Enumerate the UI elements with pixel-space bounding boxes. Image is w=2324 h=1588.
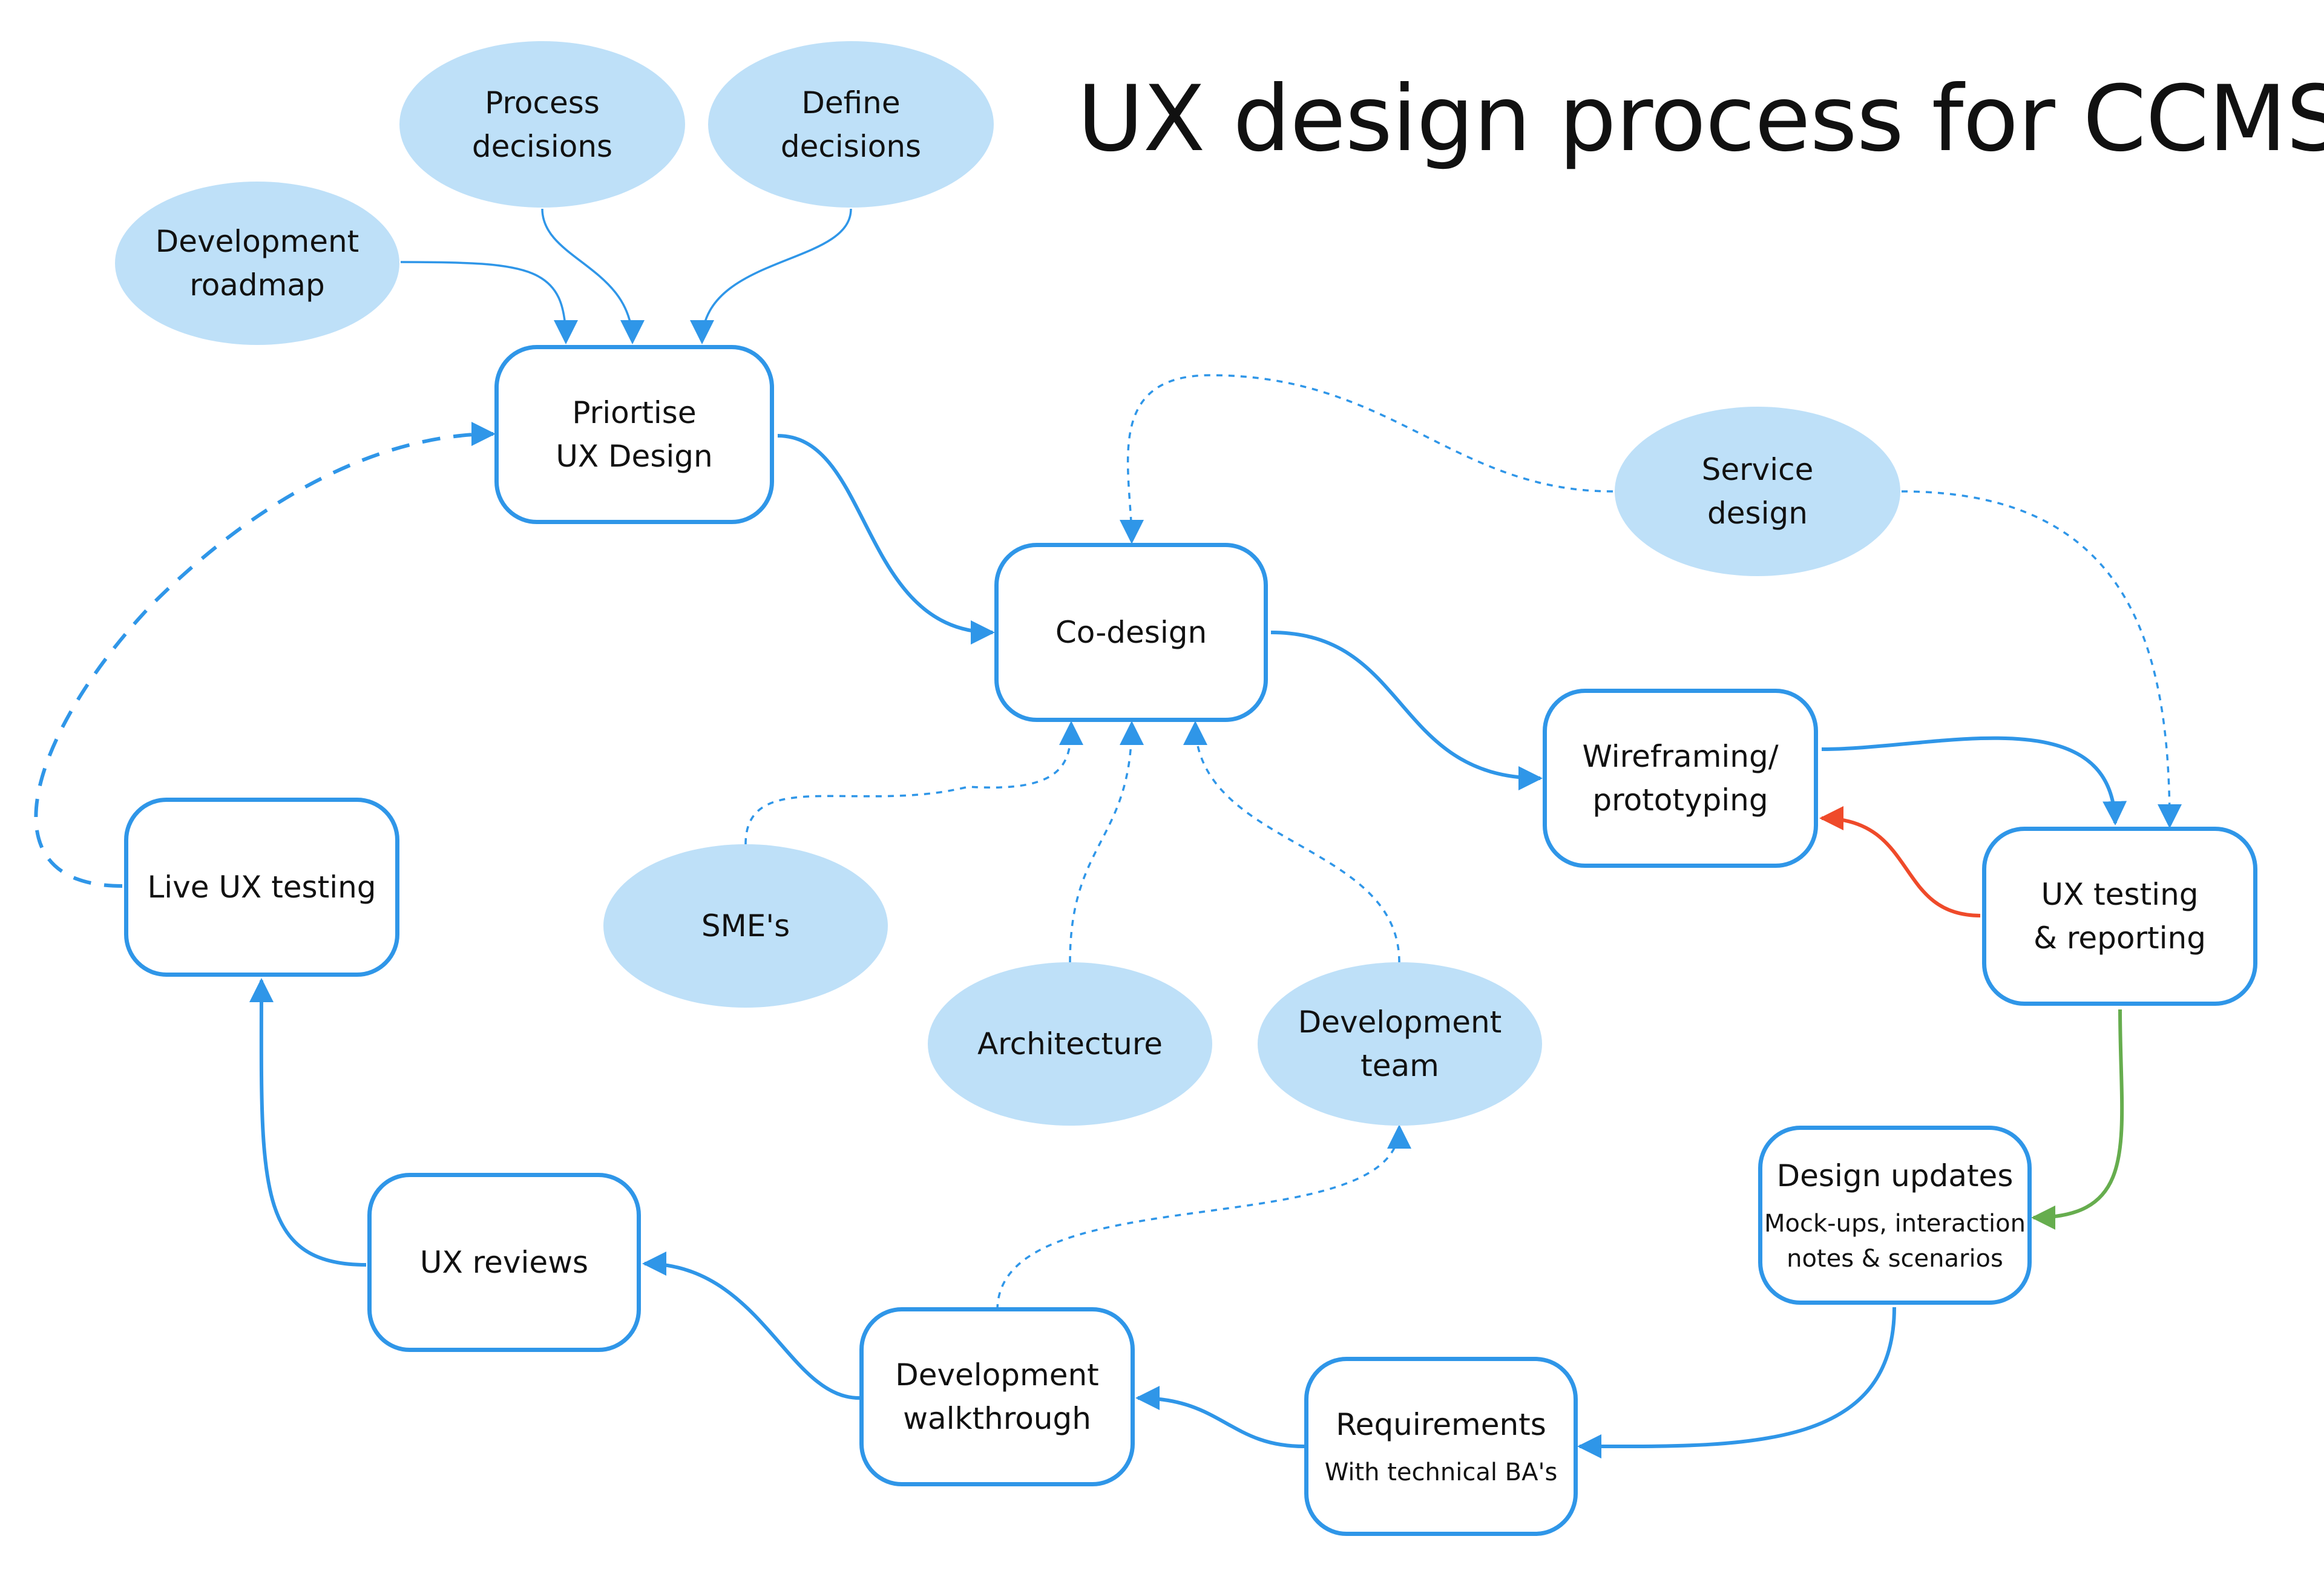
- edge-requirements-to-walkthrough: [1135, 1386, 1305, 1448]
- node-label: Development walkthrough: [895, 1357, 1099, 1436]
- node-label: UX testing & reporting: [2034, 877, 2206, 956]
- edge-roadmap-to-prioritise: [400, 261, 578, 344]
- edge-designupdates-to-requirements: [1577, 1307, 1896, 1459]
- node-service-design: Service design: [1615, 407, 1900, 576]
- edge-walkthrough-to-uxreviews: [642, 1252, 860, 1400]
- node-label: Requirements: [1336, 1407, 1546, 1442]
- edge-define-to-prioritise: [690, 208, 852, 344]
- node-sublabel: With technical BA's: [1324, 1458, 1558, 1486]
- diagram-title: UX design process for CCMS: [1077, 67, 2324, 172]
- node-ux-reviews: UX reviews: [367, 1173, 641, 1352]
- node-sublabel: Mock-ups, interaction notes & scenarios: [1764, 1210, 2026, 1273]
- edge-service-to-uxtesting: [1901, 490, 2182, 828]
- edge-service-to-codesign: [1119, 374, 1613, 544]
- edge-uxtesting-to-wireframing: [1819, 806, 1981, 917]
- node-prioritise-ux-design: Priortise UX Design: [494, 345, 774, 524]
- node-label: Priortise UX Design: [556, 395, 713, 474]
- node-process-decisions: Process decisions: [399, 41, 685, 208]
- node-smes: SME's: [603, 844, 888, 1008]
- edge-codesign-to-wireframing: [1270, 631, 1543, 790]
- node-label: Development team: [1298, 1005, 1502, 1083]
- node-development-roadmap: Development roadmap: [115, 182, 399, 345]
- node-development-walkthrough: Development walkthrough: [859, 1307, 1135, 1486]
- node-label: UX reviews: [419, 1245, 589, 1280]
- edge-prioritise-to-codesign: [777, 434, 995, 645]
- node-label: Process decisions: [471, 85, 613, 164]
- node-label: Architecture: [977, 1026, 1163, 1061]
- node-label: Service design: [1701, 452, 1814, 531]
- node-label: SME's: [701, 908, 790, 943]
- node-ux-testing-reporting: UX testing & reporting: [1982, 827, 2257, 1006]
- node-architecture: Architecture: [928, 962, 1212, 1126]
- node-label: Development roadmap: [155, 224, 359, 303]
- node-label: Live UX testing: [147, 870, 376, 905]
- node-wireframing-prototyping: Wireframing/ prototyping: [1543, 689, 1818, 868]
- node-label: Design updates: [1776, 1158, 2014, 1193]
- edge-process-to-prioritise: [541, 208, 645, 344]
- edge-walkthrough-to-devteam: [996, 1124, 1411, 1311]
- edge-uxreviews-to-liveux: [249, 978, 367, 1267]
- node-development-team: Development team: [1258, 962, 1542, 1126]
- node-define-decisions: Define decisions: [708, 41, 994, 208]
- node-label: Wireframing/ prototyping: [1582, 739, 1779, 818]
- node-live-ux-testing: Live UX testing: [124, 798, 399, 977]
- edge-devteam-to-codesign: [1183, 721, 1400, 963]
- node-label: Define decisions: [780, 85, 922, 164]
- node-co-design: Co-design: [994, 543, 1268, 722]
- edge-smes-to-codesign: [744, 721, 1083, 845]
- edge-architecture-to-codesign: [1069, 721, 1144, 963]
- edge-uxtesting-to-designupdates: [2031, 1009, 2124, 1230]
- edge-liveux-to-prioritise: [34, 422, 496, 888]
- node-label: Co-design: [1055, 615, 1207, 650]
- edge-wireframing-to-uxtesting: [1821, 736, 2127, 825]
